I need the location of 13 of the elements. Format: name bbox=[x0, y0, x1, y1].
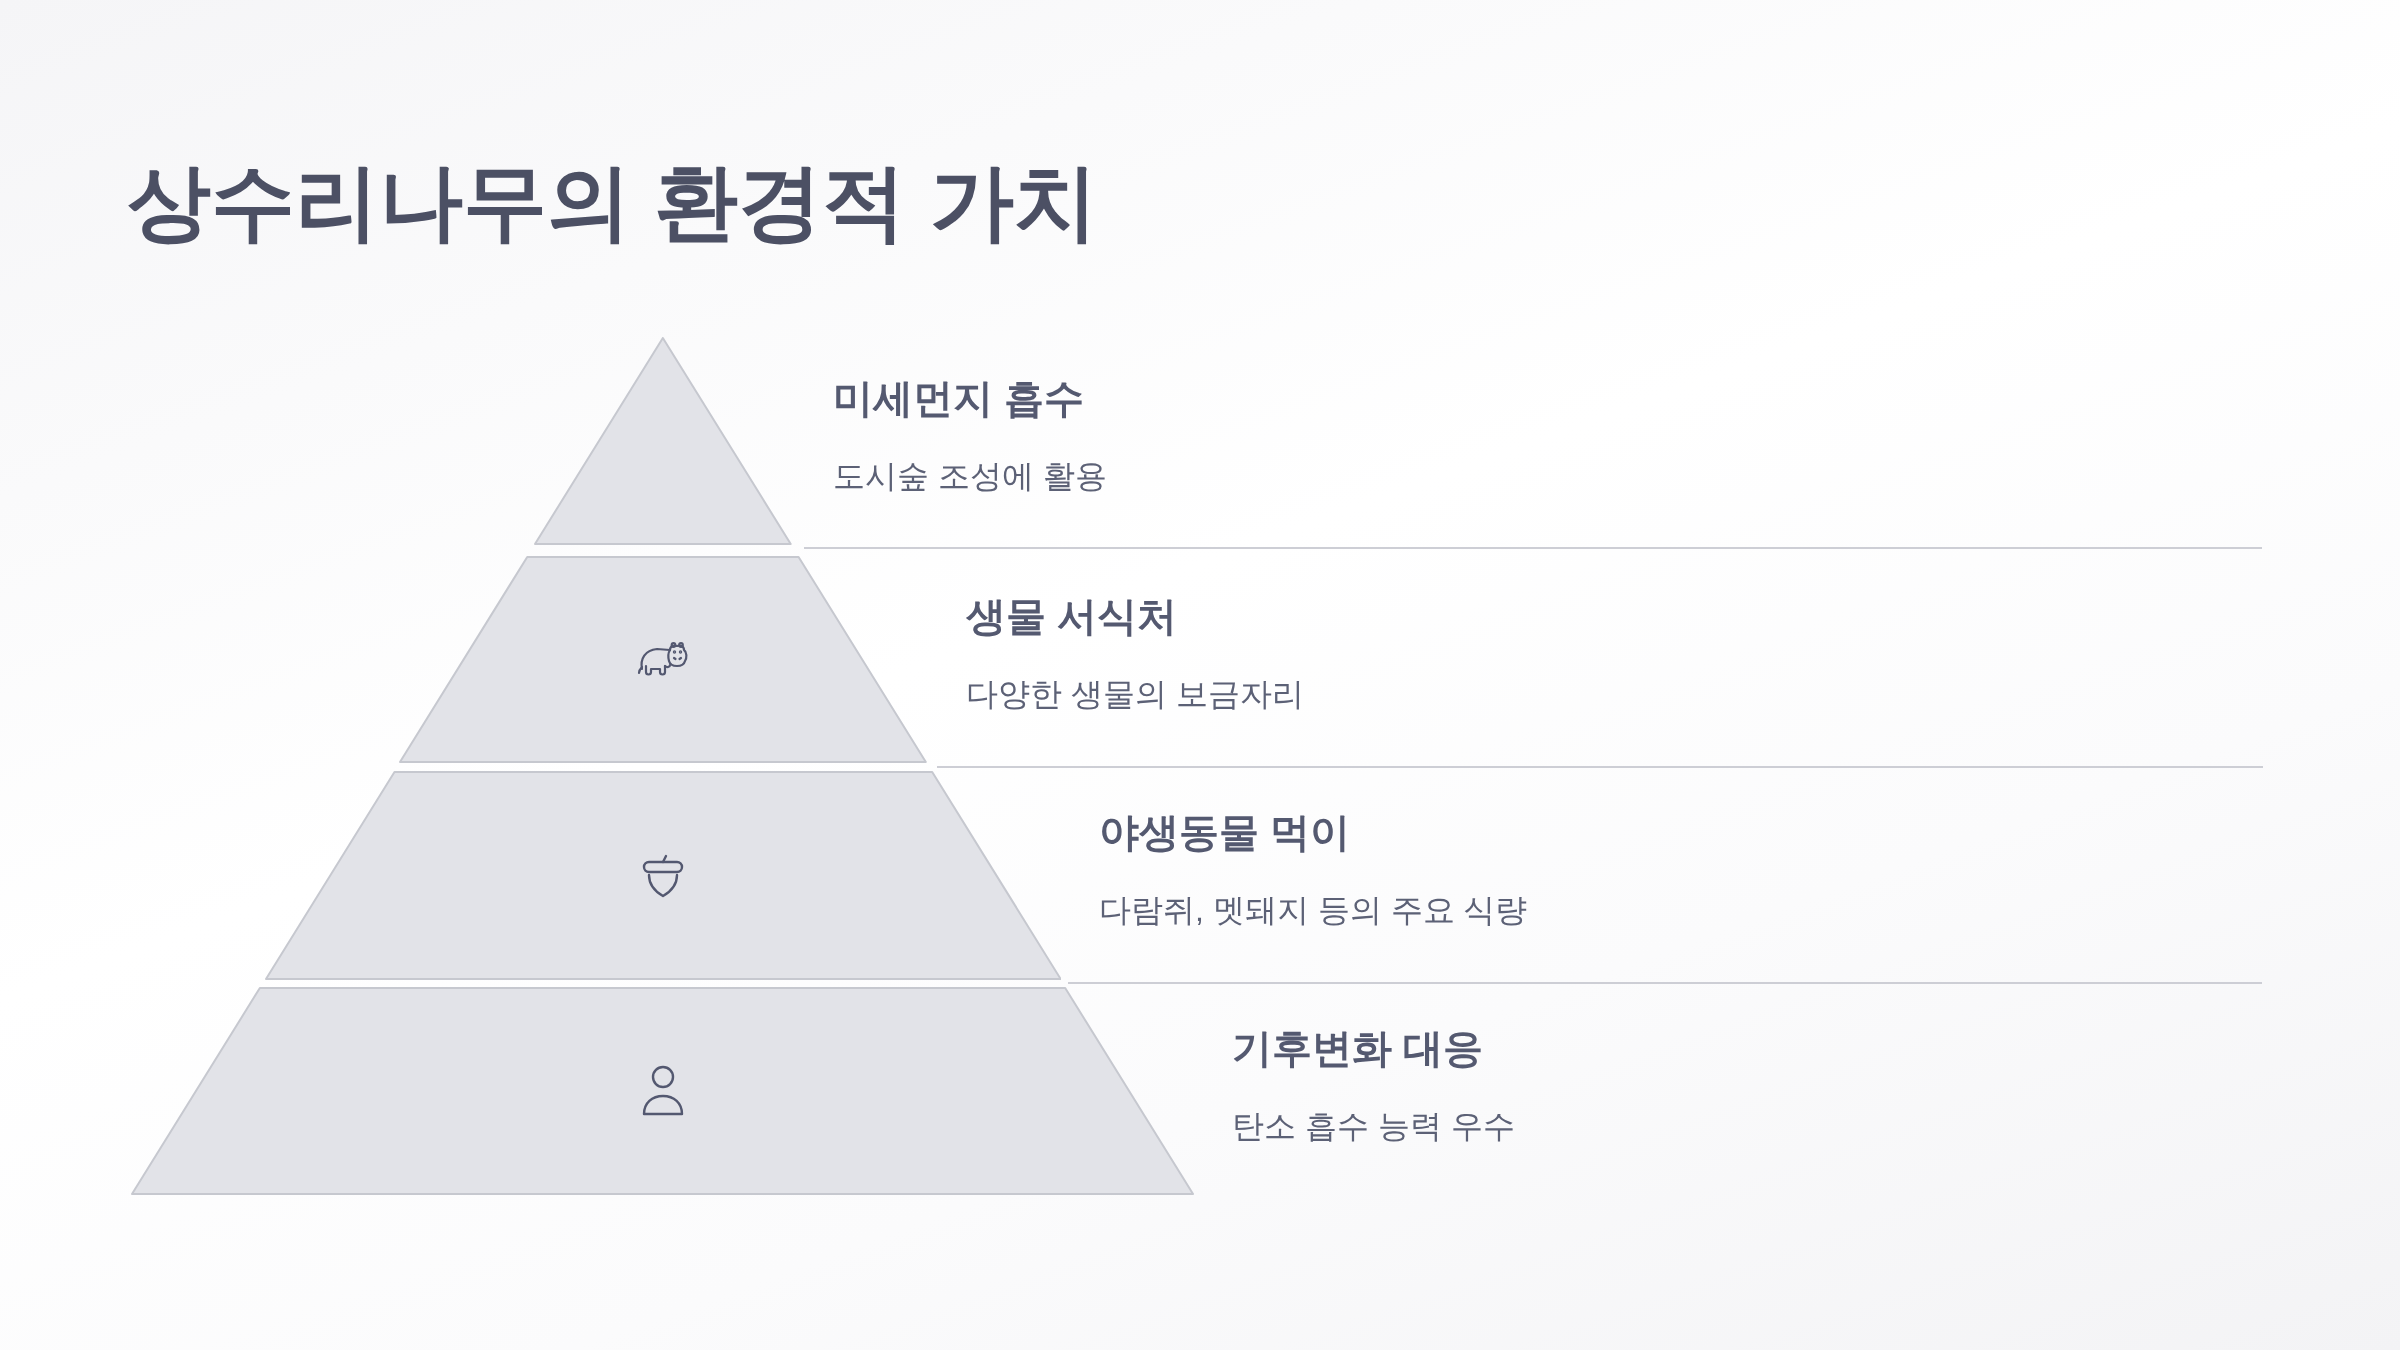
pyramid-tier bbox=[131, 987, 1195, 1195]
pyramid-tier bbox=[534, 337, 792, 545]
pyramid-tier bbox=[399, 556, 927, 763]
tier-heading: 기후변화 대응 bbox=[1232, 1025, 1484, 1072]
title: 상수리나무의 환경적 가치 bbox=[127, 154, 1098, 251]
tier-heading: 생물 서식처 bbox=[966, 593, 1178, 640]
tier-description: 다양한 생물의 보금자리 bbox=[966, 675, 1304, 714]
tier-description: 탄소 흡수 능력 우수 bbox=[1232, 1107, 1515, 1146]
tier-description: 다람쥐, 멧돼지 등의 주요 식량 bbox=[1099, 891, 1528, 930]
tier-heading: 야생동물 먹이 bbox=[1099, 809, 1351, 856]
tier-heading: 미세먼지 흡수 bbox=[833, 375, 1085, 422]
pyramid-tier bbox=[264, 771, 1062, 980]
tier-description: 도시숲 조성에 활용 bbox=[833, 457, 1107, 496]
